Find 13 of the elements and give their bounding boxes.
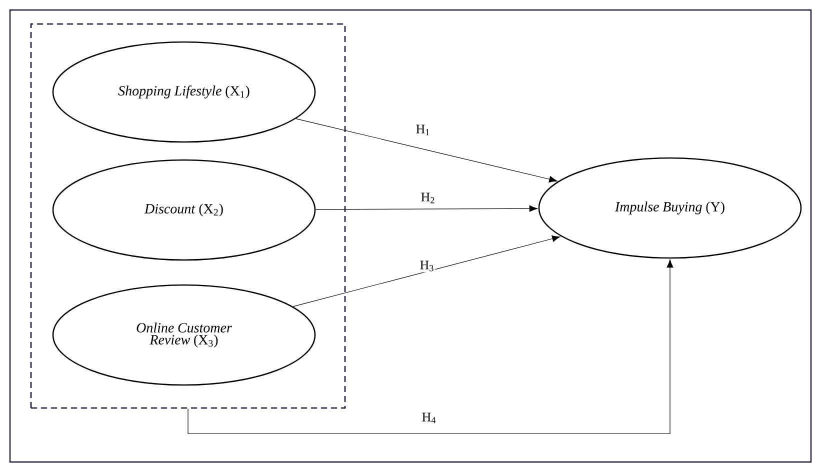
edge-label: H$_{4}$ xyxy=(422,412,436,424)
arrow xyxy=(296,118,558,182)
dashed-group-box xyxy=(30,23,346,409)
ellipse-node: Online Customer Review (X$_{3}$) xyxy=(52,284,316,386)
arrow xyxy=(188,260,674,434)
ellipse-node: Shopping Lifestyle (X$_{1}$) xyxy=(52,41,316,143)
edge-label: H$_{2}$ xyxy=(421,192,434,204)
edge-label: H$_{3}$ xyxy=(420,260,434,272)
ellipse-node: Discount (X$_{2}$) xyxy=(52,159,316,261)
arrow xyxy=(315,205,538,212)
ellipse-node: Impulse Buying (Y) xyxy=(538,157,802,259)
edge-label: H$_{1}$ xyxy=(416,124,430,136)
arrow xyxy=(292,235,560,307)
